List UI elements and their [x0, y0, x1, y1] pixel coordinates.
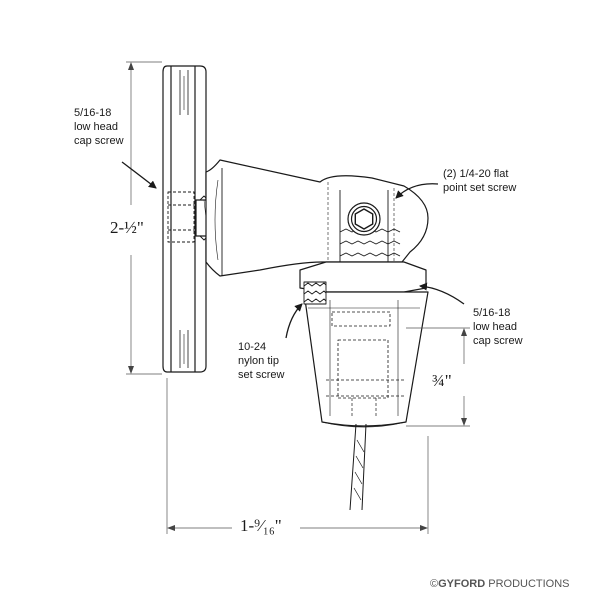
hex-set-screw: [347, 202, 381, 236]
aircraft-cable: [349, 423, 367, 511]
dimension-height: [126, 61, 162, 375]
swivel-body: [205, 159, 429, 277]
callout-text: set screw: [238, 369, 285, 381]
wall-plate: [162, 65, 207, 373]
callout-cap-screw-right: 5/16-18 low head cap screw: [473, 306, 523, 348]
cable-gripper: [299, 261, 429, 428]
callout-text: 10-24: [238, 341, 267, 353]
brand-suffix: PRODUCTIONS: [485, 578, 570, 590]
callout-text: nylon tip: [238, 355, 279, 367]
plate-cap-screw: [167, 191, 195, 243]
callout-text: cap screw: [473, 335, 523, 347]
callout-text: point set screw: [443, 182, 517, 194]
dimension-depth: [166, 378, 429, 534]
callout-text: low head: [473, 321, 518, 333]
copyright-symbol: ©: [430, 578, 439, 590]
dimension-cup-label: ¾": [432, 371, 452, 390]
callout-cap-screw-top: 5/16-18 low head cap screw: [74, 106, 124, 148]
callout-text: low head: [74, 121, 119, 133]
callout-text: 5/16-18: [74, 107, 112, 119]
callout-text: cap screw: [74, 135, 124, 147]
dimension-height-label: 2-½": [110, 218, 144, 237]
nylon-set-screw: [303, 281, 327, 305]
dimension-depth-label: 1-⁹⁄₁₆": [240, 516, 282, 535]
dimension-cup: [406, 327, 470, 427]
callout-text: (2) 1/4-20 flat: [443, 168, 509, 180]
copyright-credit: ©GYFORD PRODUCTIONS: [430, 578, 570, 590]
callout-nylon-set-screw: 10-24 nylon tip set screw: [238, 340, 284, 382]
callout-set-screw: (2) 1/4-20 flat point set screw: [443, 167, 516, 195]
brand-name: GYFORD: [438, 578, 486, 590]
leader-arrows: [121, 161, 465, 339]
callout-text: 5/16-18: [473, 307, 511, 319]
